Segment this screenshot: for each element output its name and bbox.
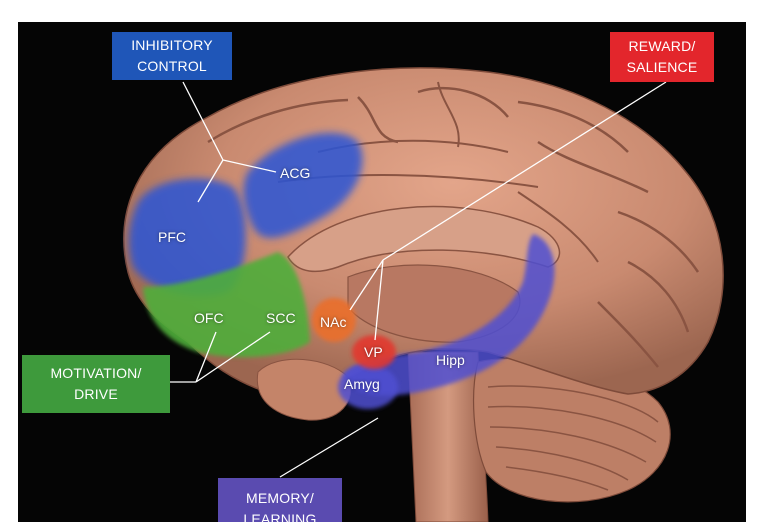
cerebellum xyxy=(472,357,671,503)
connector-reward-main xyxy=(382,81,667,261)
connector-inhibitory-pfc xyxy=(197,159,224,203)
reward-salience-line1: REWARD/ xyxy=(628,38,696,54)
acg-label: ACG xyxy=(280,165,311,181)
brain-illustration xyxy=(123,67,724,522)
reward-salience-line2: SALIENCE xyxy=(626,59,698,75)
vp-region xyxy=(352,335,396,369)
ofc-label: OFC xyxy=(194,310,224,326)
connector-inhibitory-main xyxy=(182,81,224,161)
nac-region xyxy=(312,298,356,342)
motivation-drive-line1: MOTIVATION/ xyxy=(50,365,142,381)
connector-lines xyxy=(170,81,667,478)
pfc-region xyxy=(128,178,246,296)
nac-label: NAc xyxy=(320,314,347,330)
ofc-scc-region xyxy=(143,252,310,358)
connector-motivation-ofc xyxy=(195,331,217,383)
temporal-lobe xyxy=(256,358,352,421)
acg-region xyxy=(243,133,363,238)
motivation-drive-box: MOTIVATION/ DRIVE xyxy=(22,355,170,413)
inhibitory-control-line1: INHIBITORY xyxy=(131,37,213,53)
inhibitory-control-line2: CONTROL xyxy=(137,58,207,74)
motivation-drive-line2: DRIVE xyxy=(74,386,118,402)
vp-label: VP xyxy=(364,344,383,360)
connector-motivation-scc xyxy=(195,331,271,383)
hipp-region xyxy=(343,234,555,396)
diagram-frame: PFC ACG OFC SCC NAc VP Hipp Amyg INHIBIT… xyxy=(18,22,746,522)
amyg-label: Amyg xyxy=(344,376,380,392)
inhibitory-control-box: INHIBITORY CONTROL xyxy=(112,32,232,80)
hipp-label: Hipp xyxy=(436,352,465,368)
connector-inhibitory-acg xyxy=(222,159,277,173)
reward-salience-box: REWARD/ SALIENCE xyxy=(610,32,714,82)
connector-reward-vp xyxy=(374,259,384,341)
connector-reward-nac xyxy=(349,259,384,311)
amyg-region xyxy=(338,365,398,409)
scc-label: SCC xyxy=(266,310,296,326)
connector-memory-amyg xyxy=(279,417,379,478)
pfc-label: PFC xyxy=(158,229,186,245)
memory-learning-line2: LEARNING xyxy=(243,511,317,522)
memory-learning-line1: MEMORY/ xyxy=(245,490,315,506)
memory-learning-box: MEMORY/ LEARNING xyxy=(218,478,342,522)
